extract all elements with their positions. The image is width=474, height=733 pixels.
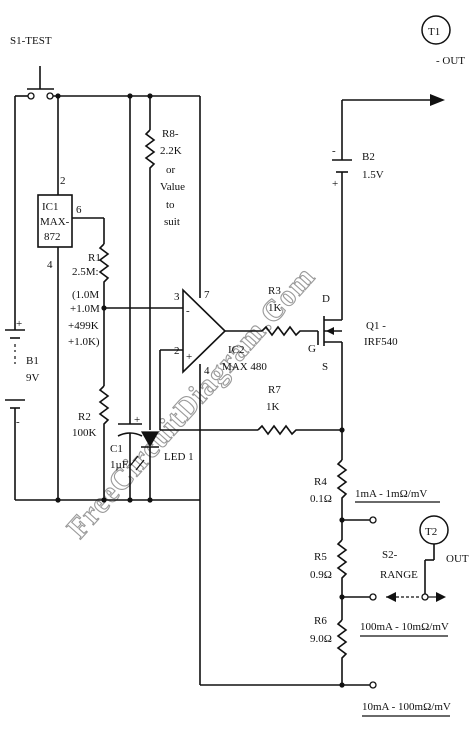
r8-to: to: [166, 199, 175, 211]
b2-value: 1.5V: [362, 169, 384, 181]
r8-value: 2.2K: [160, 145, 182, 157]
range-1mA: 1mA - 1mΩ/mV: [355, 488, 427, 500]
b2-name: B2: [362, 151, 375, 163]
t1-out: - OUT: [436, 55, 465, 67]
resistor-r4: [336, 459, 348, 520]
capacitor-c1: [117, 423, 143, 500]
r8-name: R8-: [162, 128, 179, 140]
s1-label: S1-TEST: [10, 35, 52, 47]
q1-name: Q1 -: [366, 320, 386, 332]
r4-name: R4: [314, 476, 327, 488]
b1-minus: -: [16, 416, 20, 428]
r1-line1: 2.5M:: [72, 266, 99, 278]
ic2-pin4: 4: [204, 365, 210, 377]
r1-name: R1: [88, 252, 101, 264]
q1-drain: D: [322, 293, 330, 305]
r8-suit: suit: [164, 216, 180, 228]
r3-value: 1K: [268, 302, 282, 314]
s2-name: S2-: [382, 549, 398, 561]
ic2-name: IC2: [228, 344, 245, 356]
ic2-plus: +: [186, 351, 192, 363]
terminal-t1: [421, 15, 451, 45]
s2-range: RANGE: [380, 569, 418, 581]
resistor-r8: [144, 129, 156, 430]
out-arrow: [430, 94, 445, 106]
ic1-name: IC1: [42, 201, 59, 213]
terminal-t2: [419, 515, 449, 575]
b2-minus: -: [332, 145, 336, 157]
resistor-r3: [261, 325, 318, 337]
ic1-pin4: 4: [47, 259, 53, 271]
t1-label: T1: [428, 26, 440, 38]
q1-gate: G: [308, 343, 316, 355]
switch-s2: [386, 575, 446, 602]
resistor-r7: [257, 424, 342, 436]
mosfet-q1: [317, 230, 343, 431]
ic2-pin7: 7: [204, 289, 210, 301]
r2-name: R2: [78, 411, 91, 423]
ic2-part: MAX 480: [222, 361, 267, 373]
resistor-r2: [98, 385, 110, 500]
led-1: [129, 431, 160, 500]
resistor-r6: [336, 619, 348, 685]
resistor-r5: [336, 539, 348, 597]
r8-value-text: Value: [160, 181, 185, 193]
ic1-part: MAX-: [40, 216, 70, 228]
ic1-part2: 872: [44, 231, 61, 243]
r5-value: 0.9Ω: [310, 569, 332, 581]
r6-value: 9.0Ω: [310, 633, 332, 645]
r5-name: R5: [314, 551, 327, 563]
led-label: LED 1: [164, 451, 194, 463]
ic2-pin2: 2: [174, 345, 180, 357]
ic1-pin6: 6: [76, 204, 82, 216]
c1-plus: +: [134, 414, 140, 426]
ic2-pin3: 3: [174, 291, 180, 303]
r3-name: R3: [268, 285, 281, 297]
r4-value: 0.1Ω: [310, 493, 332, 505]
q1-part: IRF540: [364, 336, 398, 348]
range-100mA: 100mA - 10mΩ/mV: [360, 621, 449, 633]
resistor-r1: [98, 243, 110, 308]
r7-value: 1K: [266, 401, 280, 413]
battery-b1: [5, 322, 25, 500]
q1-source: S: [322, 361, 328, 373]
r1-line3: +1.0M: [70, 303, 100, 315]
opamp-ic2: [182, 96, 262, 685]
b1-value: 9V: [26, 372, 40, 384]
r6-name: R6: [314, 615, 327, 627]
t2-label: T2: [425, 526, 437, 538]
b2-plus: +: [332, 178, 338, 190]
r2-value: 100K: [72, 427, 97, 439]
ic2-minus: -: [186, 305, 190, 317]
r7-name: R7: [268, 384, 281, 396]
c1-value: 1µF: [110, 459, 128, 471]
r1-line2: (1.0M: [72, 289, 99, 301]
switch-s1: [15, 66, 200, 100]
range-10mA: 10mA - 100mΩ/mV: [362, 701, 451, 713]
t2-out: OUT: [446, 553, 469, 565]
ic1-max872: [37, 96, 105, 500]
b1-plus: +: [16, 318, 22, 330]
b1-name: B1: [26, 355, 39, 367]
r1-line5: +1.0K): [68, 336, 100, 348]
r8-or: or: [166, 164, 176, 176]
r1-line4: +499K: [68, 320, 99, 332]
battery-b2: [332, 152, 352, 230]
ic1-pin2: 2: [60, 175, 66, 187]
c1-name: C1: [110, 443, 123, 455]
